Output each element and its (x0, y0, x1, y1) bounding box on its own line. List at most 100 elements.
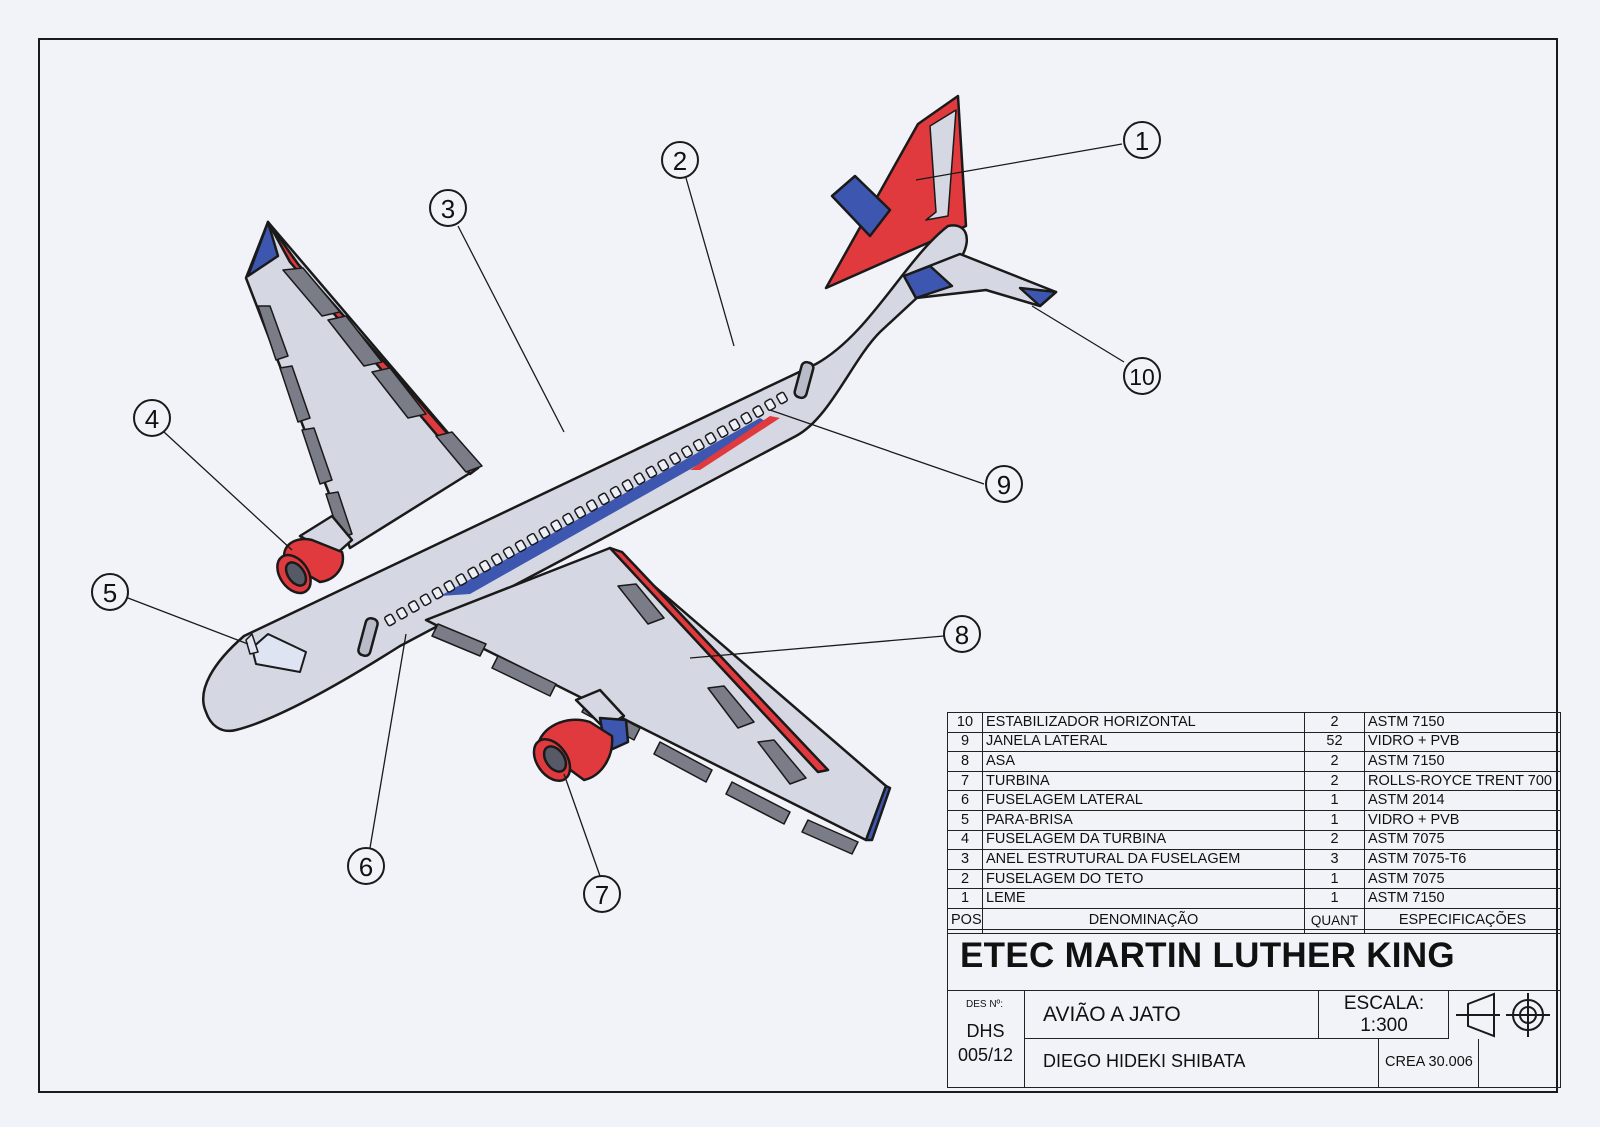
drawing-number-line1: DHS (966, 1021, 1005, 1041)
callout-9: 9 (985, 465, 1023, 503)
drawing-number-line2: 005/12 (957, 1045, 1014, 1065)
part-qty: 2 (1304, 770, 1365, 792)
window (633, 472, 646, 486)
svg-text:1: 1 (1135, 126, 1149, 156)
part-name: LEME (982, 888, 1305, 909)
window (657, 458, 670, 472)
part-pos: 7 (947, 770, 983, 792)
part-qty: 52 (1304, 731, 1365, 753)
part-spec: ASTM 7150 (1364, 888, 1561, 909)
part-name: ESTABILIZADOR HORIZONTAL (982, 712, 1305, 733)
horizontal-stabilizer (902, 252, 1058, 308)
part-pos: 2 (947, 868, 983, 890)
svg-text:3: 3 (441, 194, 455, 224)
callout-8: 8 (943, 615, 981, 653)
author-cell: DIEGO HIDEKI SHIBATA (1025, 1039, 1379, 1087)
part-name: PARA-BRISA (982, 809, 1305, 831)
svg-text:9: 9 (997, 470, 1011, 500)
svg-text:10: 10 (1129, 364, 1155, 390)
window (692, 438, 705, 452)
window (752, 405, 765, 418)
window (443, 580, 456, 593)
part-name: FUSELAGEM DO TETO (982, 868, 1305, 890)
callout-4: 4 (133, 399, 171, 437)
title-block: DES Nº: DHS 005/12 AVIÃO A JATO ESCALA: … (947, 990, 1561, 1088)
window (621, 479, 634, 492)
window (681, 445, 693, 459)
svg-text:4: 4 (145, 404, 159, 434)
part-spec: VIDRO + PVB (1364, 809, 1561, 831)
right-engine (532, 688, 630, 782)
drawing-number-cell: DES Nº: DHS 005/12 (948, 991, 1025, 1087)
right-wing (424, 546, 892, 855)
window (716, 425, 729, 438)
window (669, 452, 682, 465)
projection-symbol-icon (1456, 992, 1550, 1038)
part-qty: 1 (1304, 809, 1365, 831)
part-name: ANEL ESTRUTURAL DA FUSELAGEM (982, 849, 1305, 870)
window (609, 485, 622, 499)
callout-markers: 1 2 3 4 5 6 7 8 9 10 (91, 121, 1161, 913)
scale-value: 1:300 (1360, 1015, 1408, 1036)
drawing-number-label: DES Nº: (966, 999, 1003, 1010)
callout-5: 5 (91, 573, 129, 611)
author-name: DIEGO HIDEKI SHIBATA (1043, 1051, 1246, 1071)
part-qty: 1 (1304, 888, 1365, 909)
window (502, 546, 515, 560)
left-engine (276, 514, 354, 595)
drawing-number: DHS 005/12 (948, 1019, 1023, 1067)
window (419, 593, 432, 607)
part-name: TURBINA (982, 770, 1305, 792)
part-spec: ASTM 7150 (1364, 712, 1561, 733)
side-windows (384, 391, 788, 627)
leader-lines (127, 143, 1125, 877)
svg-text:7: 7 (595, 880, 609, 910)
part-qty: 1 (1304, 868, 1365, 890)
window (395, 606, 408, 620)
window (550, 519, 563, 533)
window (574, 506, 587, 519)
part-pos: 10 (947, 712, 983, 733)
left-wing (244, 220, 483, 550)
part-pos: 9 (947, 731, 983, 753)
window (645, 465, 658, 479)
part-spec: ROLLS-ROYCE TRENT 700 (1364, 770, 1561, 792)
crea-cell: CREA 30.006 (1379, 1039, 1479, 1087)
window (514, 539, 527, 553)
part-spec: ASTM 7075 (1364, 829, 1561, 851)
window (764, 398, 777, 412)
window (384, 613, 396, 627)
drawing-title: AVIÃO A JATO (1043, 1003, 1181, 1026)
part-pos: 4 (947, 829, 983, 851)
callout-3: 3 (429, 189, 467, 227)
part-qty: 1 (1304, 790, 1365, 811)
part-spec: ASTM 7075-T6 (1364, 849, 1561, 870)
window (597, 492, 610, 506)
part-spec: ASTM 2014 (1364, 790, 1561, 811)
callout-6: 6 (347, 847, 385, 885)
svg-text:2: 2 (673, 146, 687, 176)
part-spec: VIDRO + PVB (1364, 731, 1561, 753)
window (526, 532, 539, 546)
scale-label: ESCALA: (1343, 993, 1425, 1014)
callout-2: 2 (661, 141, 699, 179)
part-pos: 5 (947, 809, 983, 831)
title-block-school: ETEC MARTIN LUTHER KING (947, 929, 1561, 991)
window (538, 526, 551, 539)
crea-number: CREA 30.006 (1385, 1054, 1473, 1070)
part-qty: 2 (1304, 751, 1365, 772)
svg-text:6: 6 (359, 852, 373, 882)
callout-10: 10 (1123, 357, 1161, 395)
window (407, 600, 420, 613)
